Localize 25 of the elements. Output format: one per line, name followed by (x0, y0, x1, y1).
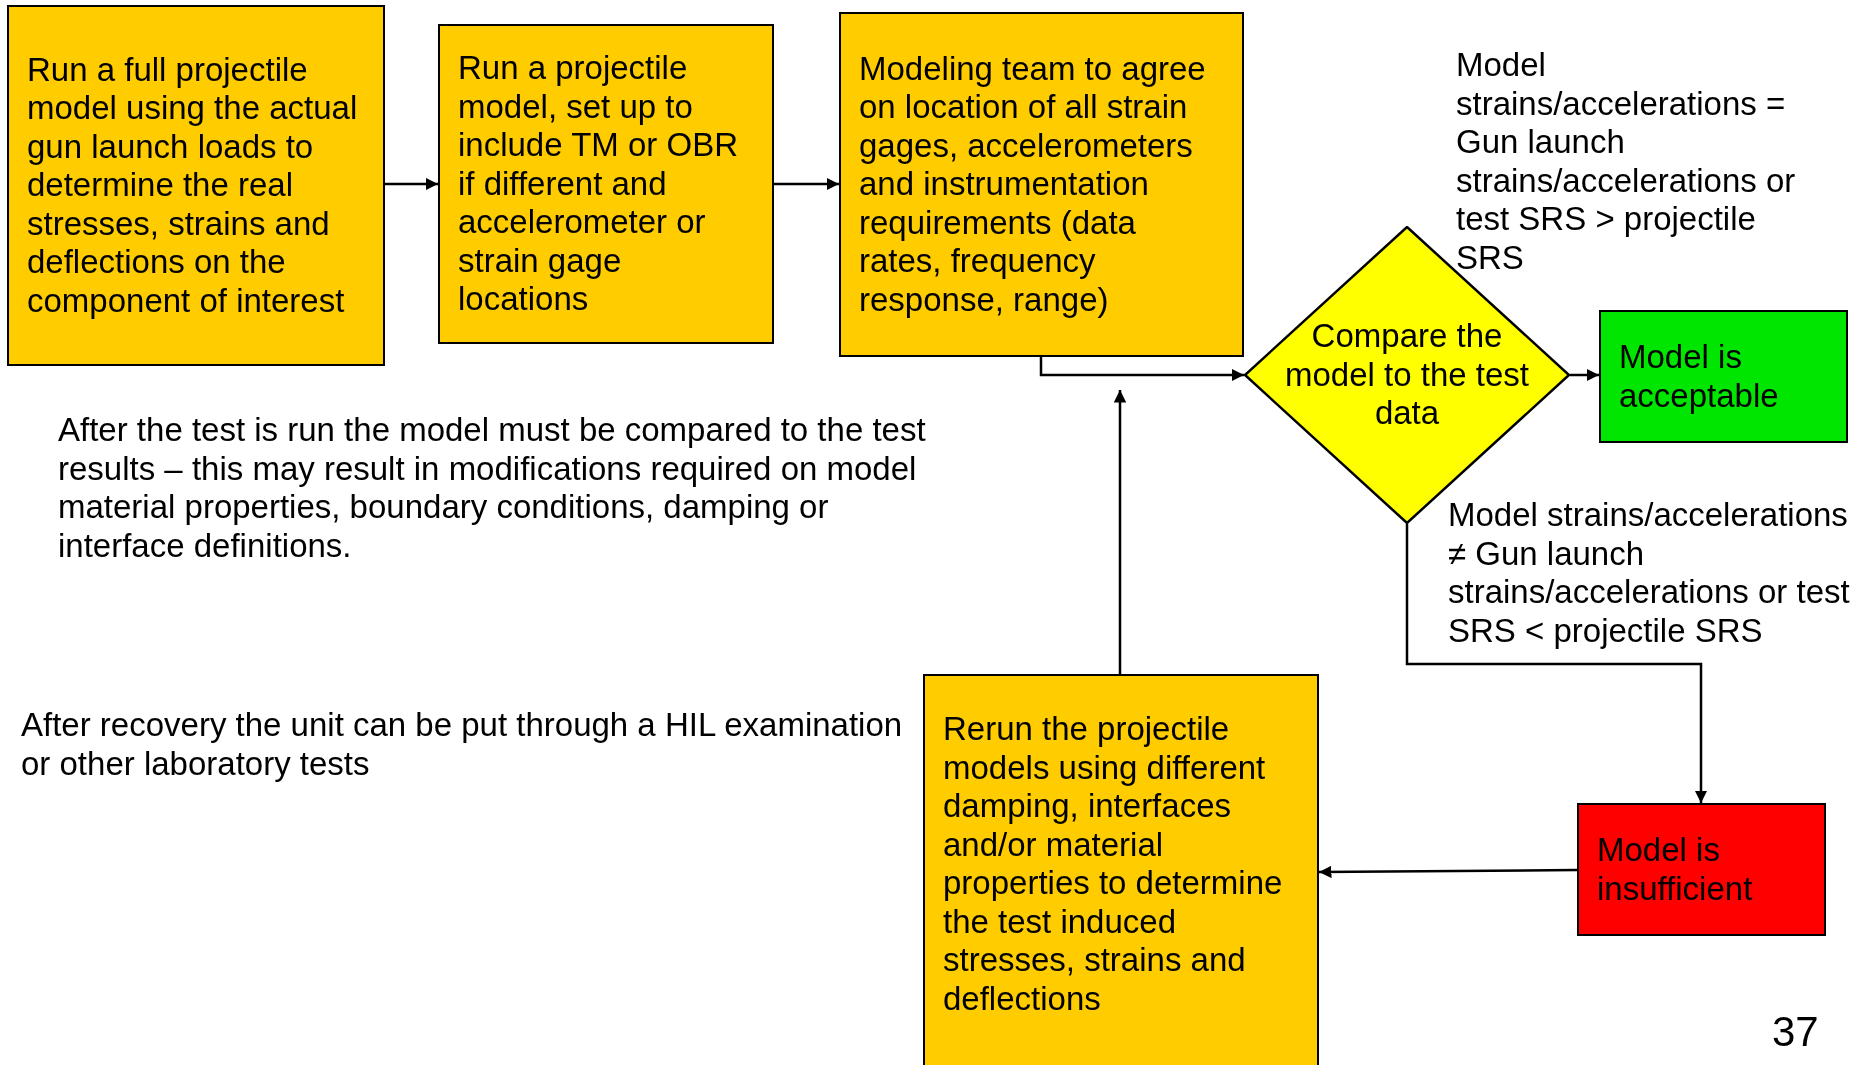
process-box (1577, 803, 1826, 936)
page-number: 37 (1772, 1010, 1819, 1054)
arrow (774, 177, 839, 191)
note-text: After recovery the unit can be put through a HIL examination or other laboratory tests (21, 706, 904, 783)
box-text: Model is acceptable (1619, 338, 1780, 415)
arrow (1570, 368, 1599, 382)
arrow (1405, 524, 1708, 803)
box-text: Run a full projectile model using the actual gun launch loads to determine the real stresses, strains and deflections on the component of interest (27, 50, 359, 321)
process-box (7, 5, 385, 366)
process-box (438, 24, 774, 344)
box-text: Compare the model to the test data (1284, 317, 1530, 433)
edge-label: Model strains/accelerations = Gun launch strains/accelerations or test SRS > projectile SRS (1456, 46, 1797, 277)
box-text: Modeling team to agree on location of all strain gages, accelerometers and instrumentation requirements (data rates, frequency response, range) (859, 49, 1207, 320)
arrow (385, 177, 438, 191)
arrow (1039, 357, 1244, 382)
box-text: Model is insufficient (1597, 831, 1754, 908)
process-box (1599, 310, 1848, 443)
arrow (1319, 865, 1577, 879)
box-text: Run a projectile model, set up to include TM or OBR if different and accelerometer or strain gage locations (458, 49, 739, 319)
note-text: After the test is run the model must be compared to the test results – this may result in modifications required on model material properties, boundary conditions, damping or interface definitions. (58, 411, 927, 565)
process-box (923, 674, 1319, 1065)
process-box (839, 12, 1244, 357)
arrow (1113, 390, 1127, 674)
box-text: Rerun the projectile models using different damping, interfaces and/or material properties to determine the test induced stresses, strains and deflections (943, 710, 1284, 1018)
edge-label: Model strains/accelerations ≠ Gun launch strains/accelerations or test SRS < projectile SRS (1448, 496, 1851, 650)
